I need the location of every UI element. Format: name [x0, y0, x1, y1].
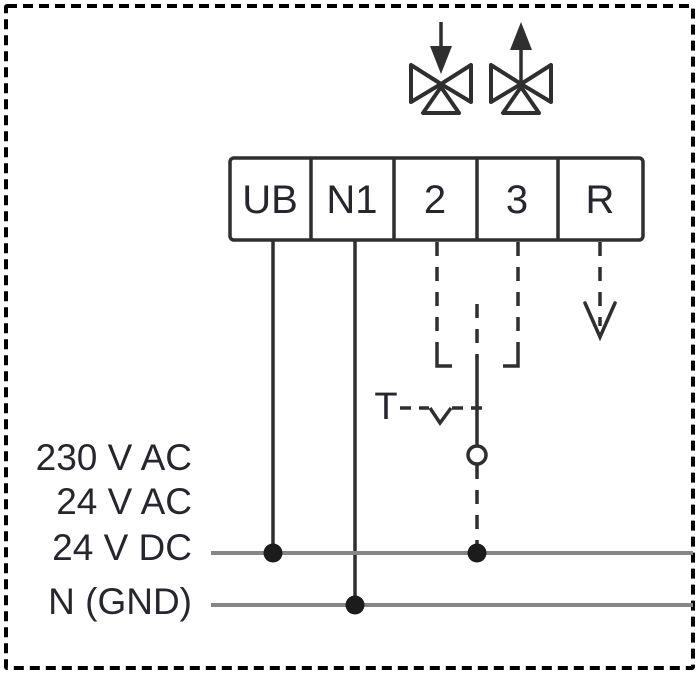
supply-voltage-labels: 230 V AC 24 V AC 24 V DC N (GND) — [36, 437, 192, 622]
terminal-label-2: 2 — [424, 178, 446, 222]
junction-dot-icon — [263, 543, 283, 563]
terminal-label-r: R — [586, 178, 615, 222]
junction-dot-icon — [345, 595, 365, 615]
label-230vac: 230 V AC — [36, 437, 192, 478]
valve-left-triangle — [489, 63, 523, 104]
three-way-valve-arrow-down-icon — [409, 22, 473, 115]
terminal-block: UB N1 2 3 R — [228, 156, 645, 242]
dashed-frame-border — [4, 4, 695, 670]
terminal-block-outline — [228, 156, 645, 242]
hook-corner — [435, 354, 452, 368]
terminal-2-dashed-drop — [435, 242, 452, 368]
valve-right-triangle — [439, 63, 473, 104]
terminal-label-n1: N1 — [326, 178, 377, 222]
open-circle-node-icon — [466, 444, 488, 466]
terminal-label-ub: UB — [242, 178, 298, 222]
switch-contact-icon — [428, 406, 453, 427]
terminal-label-3: 3 — [506, 178, 528, 222]
valve-stem-centre-line — [466, 304, 488, 548]
valve-bottom-triangle — [421, 85, 461, 115]
switch-label-t: T — [374, 386, 397, 428]
valve-bottom-triangle — [501, 85, 541, 115]
junction-dot-icon — [467, 543, 487, 563]
temperature-switch-branch: T — [374, 386, 484, 428]
open-arrowhead — [583, 301, 617, 342]
label-24vac: 24 V AC — [56, 481, 192, 522]
arrow-up-head — [510, 22, 532, 50]
valve-right-triangle — [519, 63, 553, 104]
three-way-valve-arrow-up-icon — [489, 22, 553, 115]
hook-corner — [503, 354, 520, 368]
label-24vdc: 24 V DC — [52, 527, 192, 568]
valve-left-triangle — [409, 63, 443, 104]
label-neutral-gnd: N (GND) — [48, 581, 192, 622]
dashed-arrow-down-icon — [583, 242, 617, 342]
terminal-3-dashed-drop — [503, 242, 520, 368]
arrow-down-head — [430, 46, 452, 74]
